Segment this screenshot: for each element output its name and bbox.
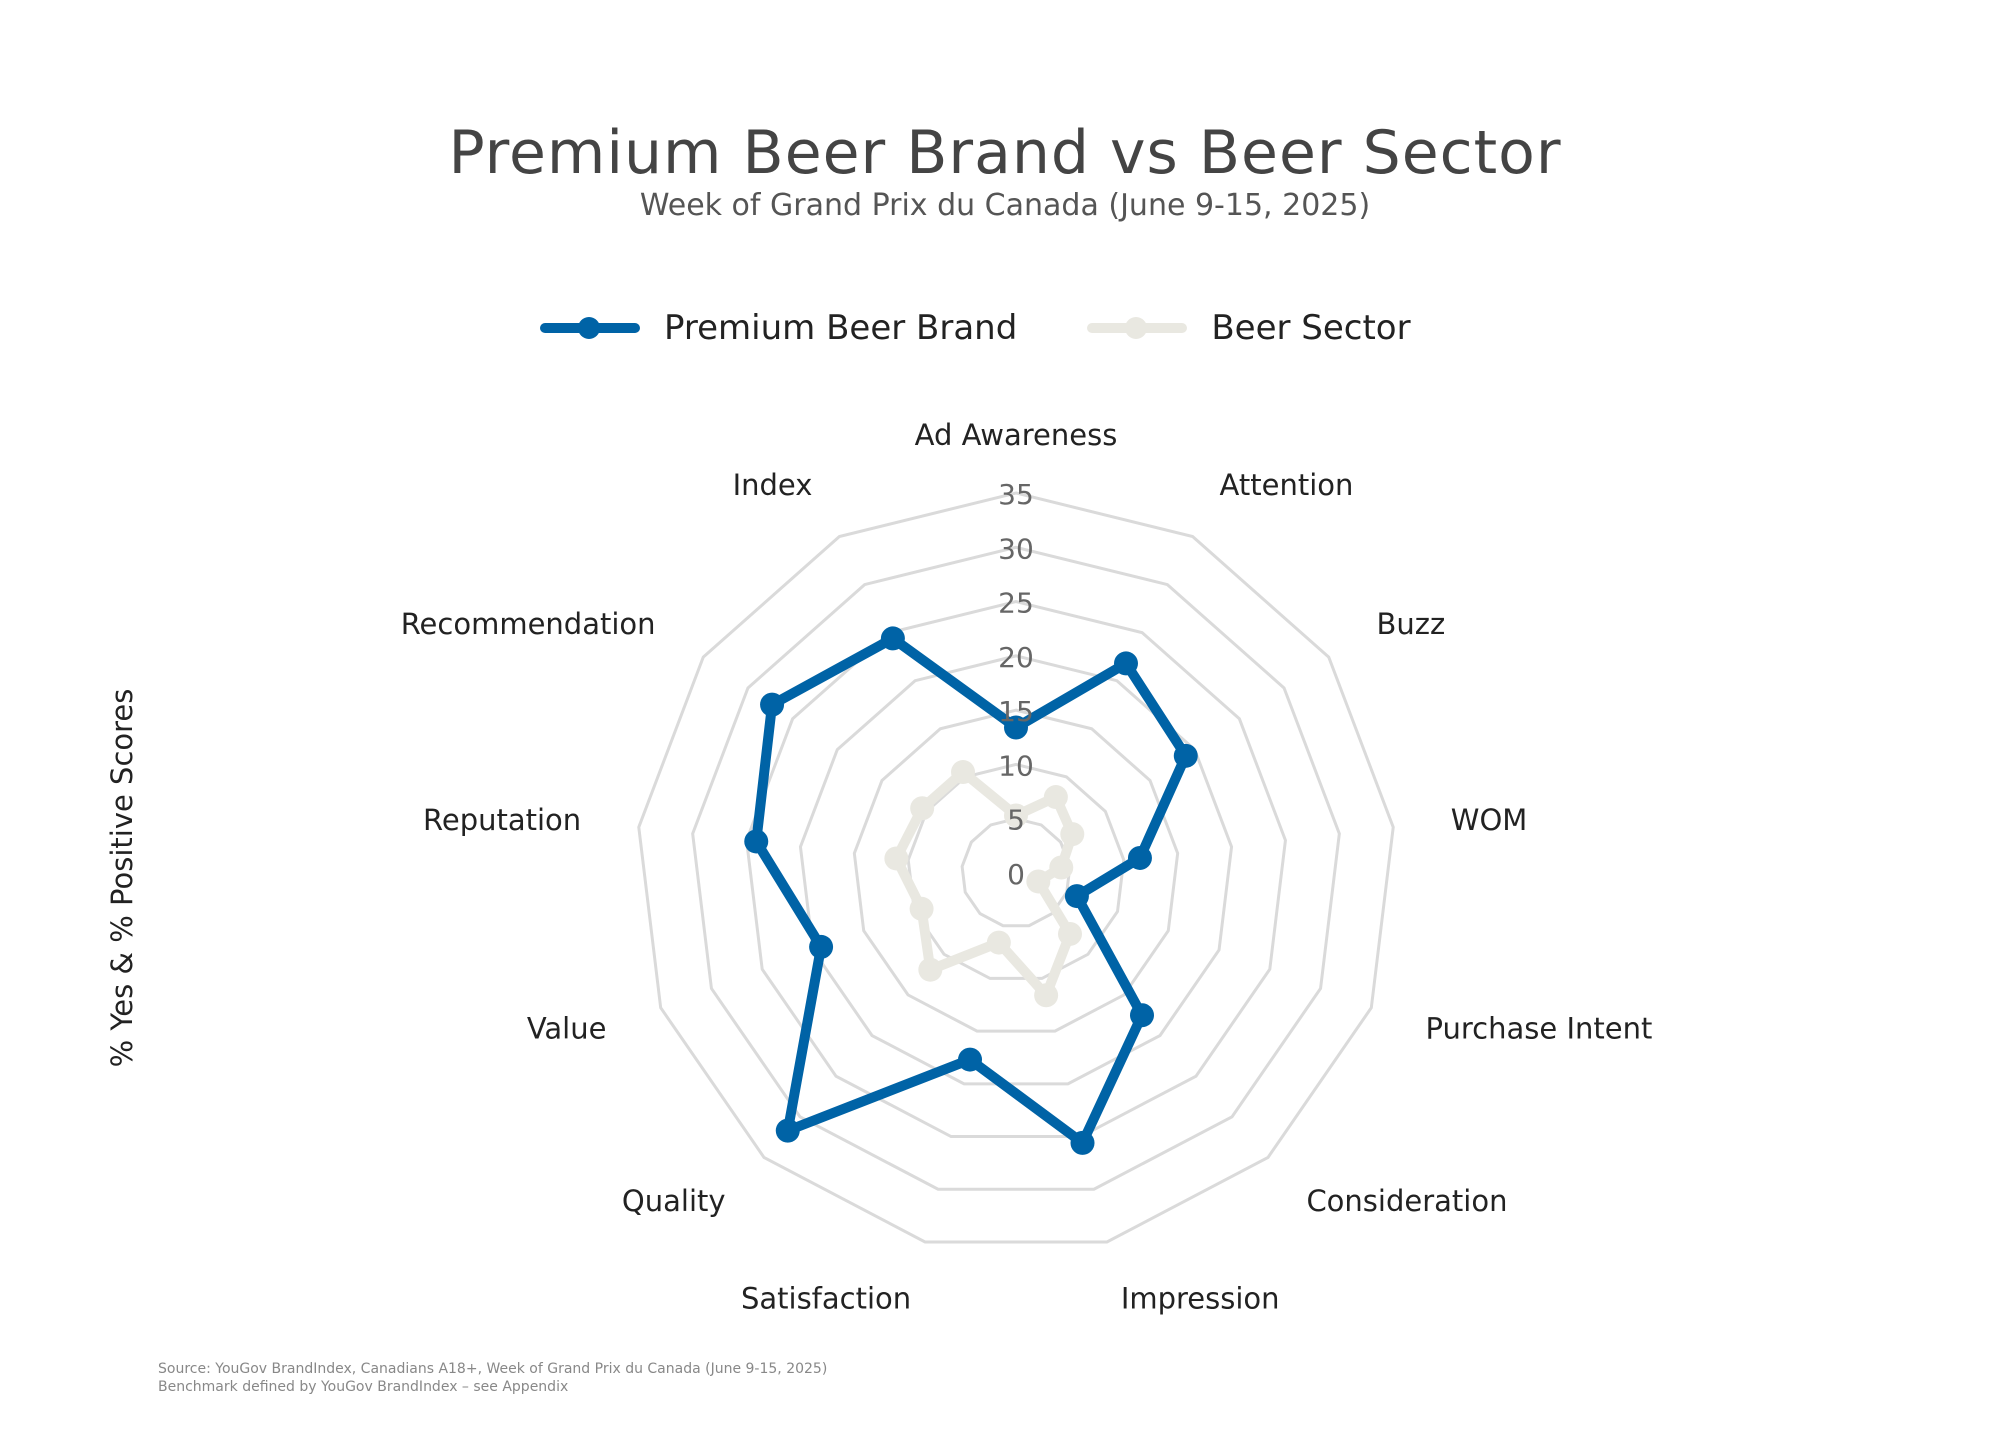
r-tick-label: 5	[1007, 804, 1025, 837]
data-point-0-5	[1129, 1003, 1154, 1028]
category-label: Attention	[1220, 468, 1354, 502]
data-point-0-8	[775, 1118, 800, 1143]
legend-swatch-premium	[540, 317, 640, 339]
legend-label-sector: Beer Sector	[1211, 308, 1411, 348]
data-point-1-5	[1057, 921, 1082, 946]
grid-ring-30	[691, 545, 1341, 1191]
category-label: Impression	[1121, 1281, 1280, 1315]
data-point-1-7	[986, 930, 1011, 955]
category-label: Quality	[622, 1184, 726, 1218]
category-label: Recommendation	[401, 607, 656, 641]
category-label: Purchase Intent	[1426, 1011, 1653, 1045]
grid-ring-5	[960, 817, 1072, 928]
data-point-1-1	[1043, 785, 1068, 810]
data-point-1-0	[1004, 803, 1028, 828]
data-point-0-12	[880, 626, 905, 651]
data-point-1-4	[1026, 869, 1051, 894]
data-point-1-3	[1049, 855, 1074, 880]
data-point-1-11	[910, 796, 935, 821]
grid-ring-25	[745, 600, 1287, 1139]
data-point-0-2	[1173, 743, 1198, 768]
data-point-0-7	[958, 1047, 983, 1072]
category-label: Buzz	[1376, 607, 1445, 641]
legend-item-sector: Beer Sector	[1087, 308, 1411, 348]
source-note: Source: YouGov BrandIndex, Canadians A18…	[158, 1360, 827, 1396]
data-point-0-4	[1064, 884, 1089, 909]
data-point-0-10	[744, 829, 769, 854]
r-tick-label: 10	[998, 749, 1034, 782]
category-label: WOM	[1451, 803, 1528, 837]
r-tick-label: 35	[998, 478, 1034, 511]
data-point-0-11	[760, 692, 785, 717]
data-point-1-6	[1034, 983, 1059, 1008]
r-tick-label: 0	[1007, 858, 1025, 891]
category-label: Satisfaction	[741, 1281, 911, 1315]
data-point-1-2	[1060, 822, 1085, 847]
r-tick-label: 30	[998, 532, 1034, 565]
grid-ring-20	[798, 654, 1234, 1086]
data-point-0-3	[1127, 845, 1152, 870]
category-label: Ad Awareness	[915, 418, 1118, 452]
data-point-1-12	[951, 760, 976, 785]
r-tick-label: 15	[998, 695, 1034, 728]
data-point-1-9	[909, 896, 934, 921]
legend-label-premium: Premium Beer Brand	[664, 308, 1018, 348]
r-tick-label: 20	[998, 641, 1034, 674]
legend-item-premium: Premium Beer Brand	[540, 308, 1017, 348]
data-point-0-9	[809, 934, 834, 959]
chart-title: Premium Beer Brand vs Beer Sector	[448, 118, 1562, 188]
data-point-0-1	[1113, 651, 1138, 676]
grid-ring-35	[637, 491, 1395, 1244]
series-line-0	[751, 633, 1191, 1148]
category-label: Index	[733, 468, 813, 502]
data-point-0-0	[1004, 715, 1028, 740]
r-tick-label: 25	[998, 587, 1034, 620]
legend-swatch-sector	[1087, 317, 1188, 339]
data-point-1-10	[884, 846, 909, 871]
category-label: Consideration	[1306, 1184, 1507, 1218]
data-point-0-6	[1070, 1130, 1095, 1155]
source-line-1: Source: YouGov BrandIndex, Canadians A18…	[158, 1361, 828, 1377]
category-label: Reputation	[423, 803, 581, 837]
legend: Premium Beer Brand Beer Sector	[540, 308, 1481, 348]
data-point-1-8	[918, 957, 943, 982]
grid-ring-15	[852, 708, 1180, 1033]
source-line-2: Benchmark defined by YouGov BrandIndex –…	[158, 1379, 569, 1395]
category-label: Value	[527, 1011, 607, 1045]
chart-subtitle: Week of Grand Prix du Canada (June 9-15,…	[639, 188, 1371, 223]
